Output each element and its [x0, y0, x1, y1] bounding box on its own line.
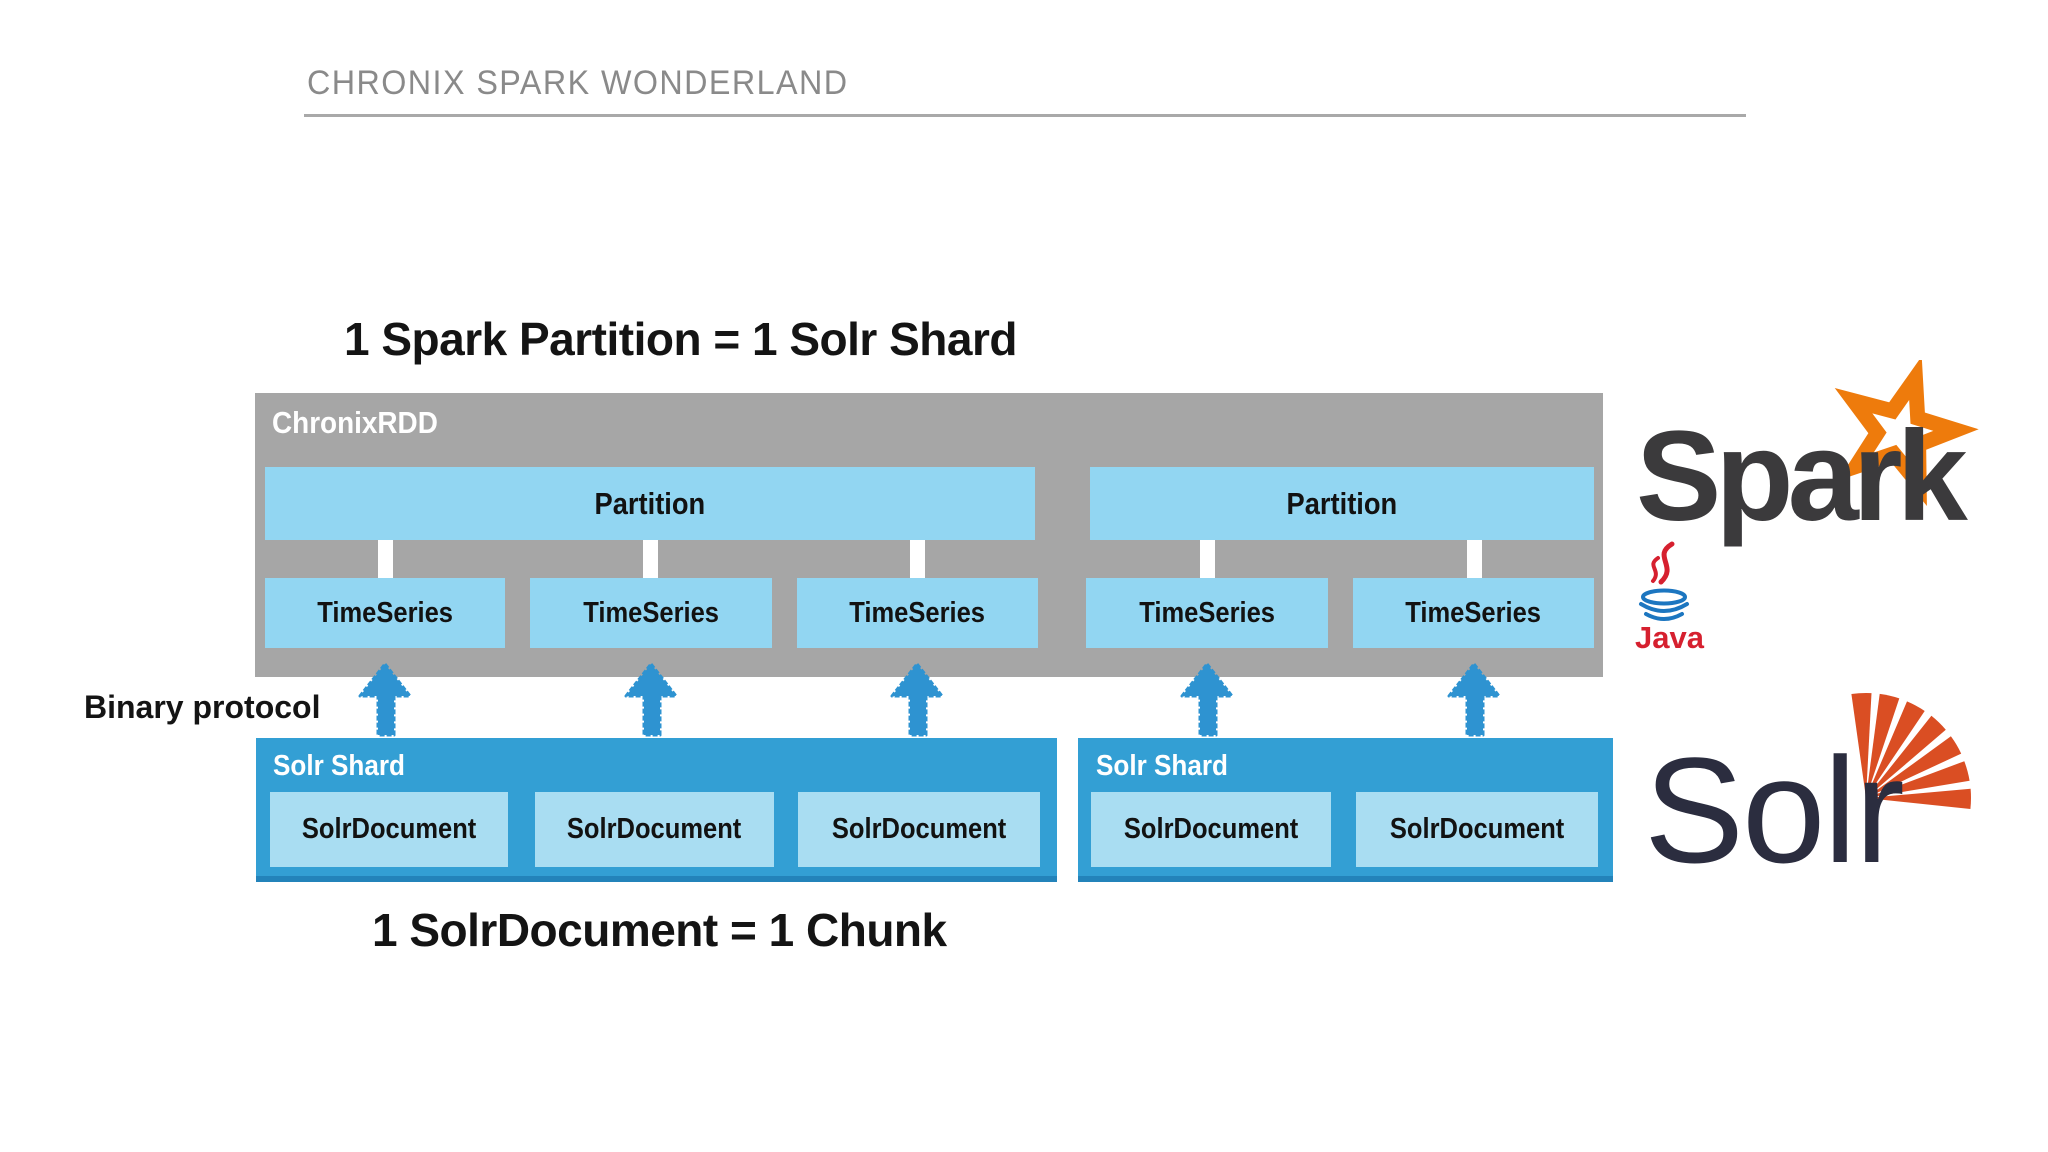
solr-wordmark: Solr [1644, 726, 1903, 875]
spark-logo: Spark [1636, 360, 1979, 548]
title-underline [304, 114, 1746, 117]
partition-label: Partition [594, 485, 706, 521]
timeseries-label: TimeSeries [1405, 596, 1542, 629]
java-wordmark: Java [1635, 620, 1705, 655]
solrdocument-label: SolrDocument [1123, 813, 1299, 845]
heading-solrdocument-chunk: 1 SolrDocument = 1 Chunk [372, 904, 947, 956]
up-arrow-icon [1180, 662, 1234, 737]
binary-protocol-label: Binary protocol [84, 689, 321, 725]
chronix-rdd-label: ChronixRDD [272, 405, 438, 440]
timeseries-box: TimeSeries [1353, 578, 1594, 648]
up-arrow-icon [624, 662, 678, 737]
partition-bar-2: Partition [1090, 467, 1594, 540]
solr-sunburst-icon [1851, 692, 1971, 809]
java-cup-icon [1639, 541, 1689, 621]
java-logo: Java [1635, 541, 1705, 655]
solrdocument-label: SolrDocument [301, 813, 477, 845]
timeseries-label: TimeSeries [1139, 596, 1275, 629]
solr-shard-label: Solr Shard [273, 750, 405, 782]
partition-timeseries-connector [643, 540, 658, 580]
up-arrow-icon [1447, 662, 1501, 737]
solrdocument-box: SolrDocument [270, 792, 508, 867]
up-arrow-icon [358, 662, 412, 737]
slide-header-title: CHRONIX SPARK WONDERLAND [307, 64, 849, 102]
solrdocument-box: SolrDocument [1356, 792, 1598, 867]
partition-timeseries-connector [378, 540, 393, 580]
partition-timeseries-connector [1467, 540, 1482, 580]
timeseries-box: TimeSeries [797, 578, 1038, 648]
solrdocument-box: SolrDocument [1091, 792, 1331, 867]
spark-wordmark: Spark [1636, 405, 1969, 548]
partition-timeseries-connector [910, 540, 925, 580]
timeseries-label: TimeSeries [317, 596, 453, 629]
timeseries-box: TimeSeries [1086, 578, 1328, 648]
timeseries-box: TimeSeries [530, 578, 772, 648]
solrdocument-label: SolrDocument [831, 813, 1007, 845]
timeseries-label: TimeSeries [583, 596, 719, 629]
spark-star-icon [1834, 360, 1979, 506]
partition-bar-1: Partition [265, 467, 1035, 540]
solrdocument-label: SolrDocument [567, 813, 742, 845]
solrdocument-box: SolrDocument [535, 792, 774, 867]
solr-logo: Solr [1644, 692, 1971, 875]
partition-label: Partition [1286, 485, 1398, 521]
up-arrow-icon [890, 662, 944, 737]
timeseries-box: TimeSeries [265, 578, 505, 648]
heading-spark-partition: 1 Spark Partition = 1 Solr Shard [344, 313, 1017, 365]
solrdocument-box: SolrDocument [798, 792, 1040, 867]
partition-timeseries-connector [1200, 540, 1215, 580]
solr-shard-label: Solr Shard [1096, 750, 1228, 782]
timeseries-label: TimeSeries [849, 596, 986, 629]
solrdocument-label: SolrDocument [1389, 813, 1565, 845]
